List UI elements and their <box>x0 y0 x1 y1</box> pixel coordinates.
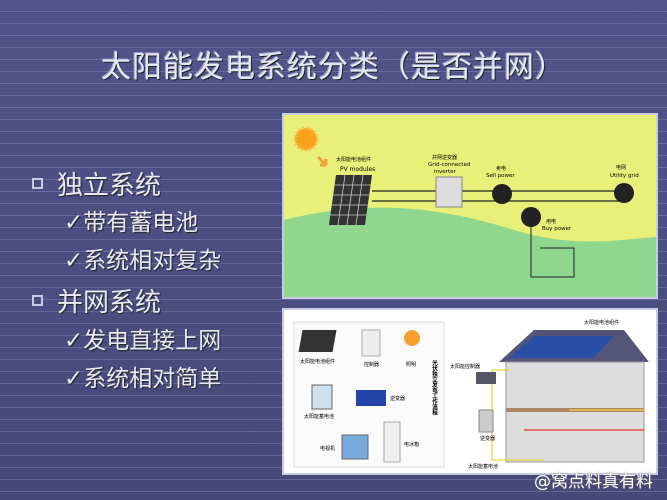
svg-text:Sell power: Sell power <box>486 173 515 179</box>
square-bullet-icon <box>32 295 43 306</box>
svg-text:控制器: 控制器 <box>364 361 379 368</box>
arrow-icon <box>316 155 328 167</box>
svg-text:逆变器: 逆变器 <box>390 395 405 402</box>
svg-text:电网: 电网 <box>616 164 626 171</box>
inverter-icon <box>435 176 463 208</box>
check-icon: ✓ <box>64 328 84 354</box>
standalone-system-diagram: 太阳能电池组件 控制器 照明 太阳能蓄电池 逆变器 电视机 电冰箱 光伏独立发电… <box>282 308 658 475</box>
battery-icon <box>311 384 333 410</box>
sell-power-icon <box>492 184 512 204</box>
tv-icon <box>341 434 369 460</box>
fridge-icon <box>383 421 401 463</box>
sub-bullet: ✓发电直接上网 <box>64 321 221 355</box>
sub-bullet-text: 系统相对简单 <box>83 366 222 392</box>
bullet-label: 独立系统 <box>57 171 162 201</box>
sub-bullet: ✓系统相对简单 <box>64 359 221 393</box>
svg-text:并网逆变器: 并网逆变器 <box>432 154 457 161</box>
grid-connected-diagram: 太阳能电池组件 PV modules 并网逆变器 Grid-connected … <box>282 113 658 299</box>
check-icon: ✓ <box>64 366 84 392</box>
svg-text:太阳能蓄电池: 太阳能蓄电池 <box>304 413 334 420</box>
svg-text:用电: 用电 <box>546 218 556 225</box>
svg-text:太阳能电池组件: 太阳能电池组件 <box>584 319 619 326</box>
lamp-icon <box>404 330 420 346</box>
inverter-icon <box>356 390 386 406</box>
solar-panel-icon <box>298 330 337 352</box>
bullet-label: 并网系统 <box>57 288 162 318</box>
svg-text:Utility grid: Utility grid <box>610 173 639 179</box>
slide-title: 太阳能发电系统分类（是否并网） <box>101 50 566 85</box>
check-icon: ✓ <box>64 248 84 274</box>
svg-text:电冰箱: 电冰箱 <box>404 441 419 448</box>
svg-text:照明: 照明 <box>406 362 416 368</box>
check-icon: ✓ <box>64 210 84 236</box>
sub-bullet-text: 系统相对复杂 <box>83 248 222 274</box>
sub-bullet-text: 发电直接上网 <box>83 328 222 354</box>
pv-cn-label: 太阳能电池组件 <box>336 156 371 163</box>
watermark: @窝点料真有料 <box>534 472 653 492</box>
svg-text:inverter: inverter <box>434 169 456 175</box>
svg-text:电视机: 电视机 <box>320 445 335 452</box>
sub-bullet: ✓带有蓄电池 <box>64 203 198 237</box>
sub-bullet: ✓系统相对复杂 <box>64 241 221 275</box>
buy-power-icon <box>521 207 541 227</box>
square-bullet-icon <box>32 178 43 189</box>
sub-bullet-text: 带有蓄电池 <box>83 210 199 236</box>
solar-panel-icon <box>328 175 372 225</box>
svg-text:Grid-connected: Grid-connected <box>428 162 470 168</box>
controller-icon <box>361 329 381 357</box>
svg-text:Buy power: Buy power <box>542 226 572 232</box>
svg-text:太阳能控制器: 太阳能控制器 <box>450 363 480 370</box>
bullet-standalone: 独立系统 <box>32 165 161 202</box>
house-illustration <box>476 330 649 463</box>
bullet-grid-tied: 并网系统 <box>32 282 161 319</box>
controller-icon <box>476 372 496 384</box>
flow-title: 光伏独立发电工作流程 <box>431 359 439 417</box>
sun-icon <box>293 126 319 152</box>
pv-en-label: PV modules <box>340 166 375 173</box>
svg-text:太阳能蓄电池: 太阳能蓄电池 <box>468 463 498 470</box>
utility-grid-icon <box>614 183 634 203</box>
svg-text:卖电: 卖电 <box>496 165 506 172</box>
svg-text:太阳能电池组件: 太阳能电池组件 <box>300 358 335 365</box>
svg-text:逆变器: 逆变器 <box>480 435 495 442</box>
